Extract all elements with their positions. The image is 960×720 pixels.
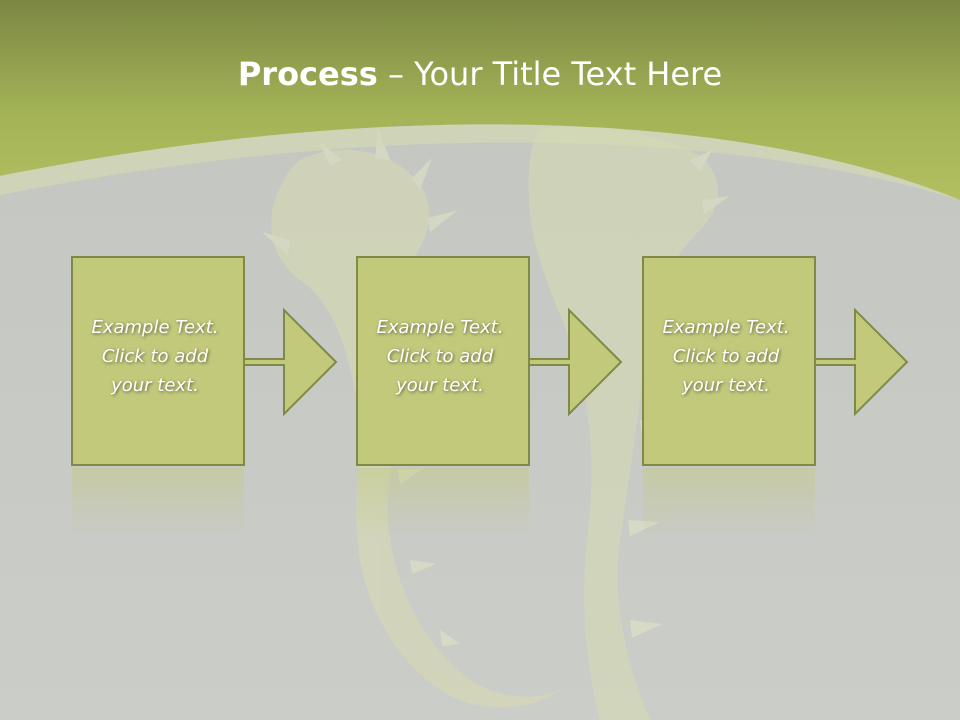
step-box — [356, 256, 530, 466]
title-strong: Process — [237, 55, 378, 93]
header-highlight — [0, 124, 960, 200]
header-band — [0, 0, 960, 200]
step-box — [642, 256, 816, 466]
process-step-3[interactable]: Example Text. Click to add your text. — [641, 255, 960, 555]
step-reflection — [643, 468, 815, 538]
process-step-1[interactable]: Example Text. Click to add your text. — [70, 255, 390, 555]
step-reflection — [357, 468, 529, 538]
step-arrow — [528, 307, 623, 417]
step-text-line-3: your text. — [111, 375, 199, 396]
step-text[interactable]: Example Text. Click to add your text. — [355, 313, 525, 400]
step-text-line-1: Example Text. — [662, 317, 790, 338]
step-arrow — [814, 307, 909, 417]
step-text-line-2: Click to add — [101, 346, 209, 367]
step-text[interactable]: Example Text. Click to add your text. — [70, 313, 240, 400]
step-text-line-1: Example Text. — [376, 317, 504, 338]
slide-title[interactable]: Process – Your Title Text Here — [0, 52, 960, 96]
step-text-line-2: Click to add — [672, 346, 780, 367]
step-box — [71, 256, 245, 466]
step-text-line-3: your text. — [396, 375, 484, 396]
title-rest: – Your Title Text Here — [377, 55, 723, 93]
step-text-line-2: Click to add — [386, 346, 494, 367]
step-text-line-1: Example Text. — [91, 317, 219, 338]
step-text[interactable]: Example Text. Click to add your text. — [641, 313, 811, 400]
step-text-line-3: your text. — [682, 375, 770, 396]
step-reflection — [72, 468, 244, 538]
process-step-2[interactable]: Example Text. Click to add your text. — [355, 255, 675, 555]
step-arrow — [243, 307, 338, 417]
